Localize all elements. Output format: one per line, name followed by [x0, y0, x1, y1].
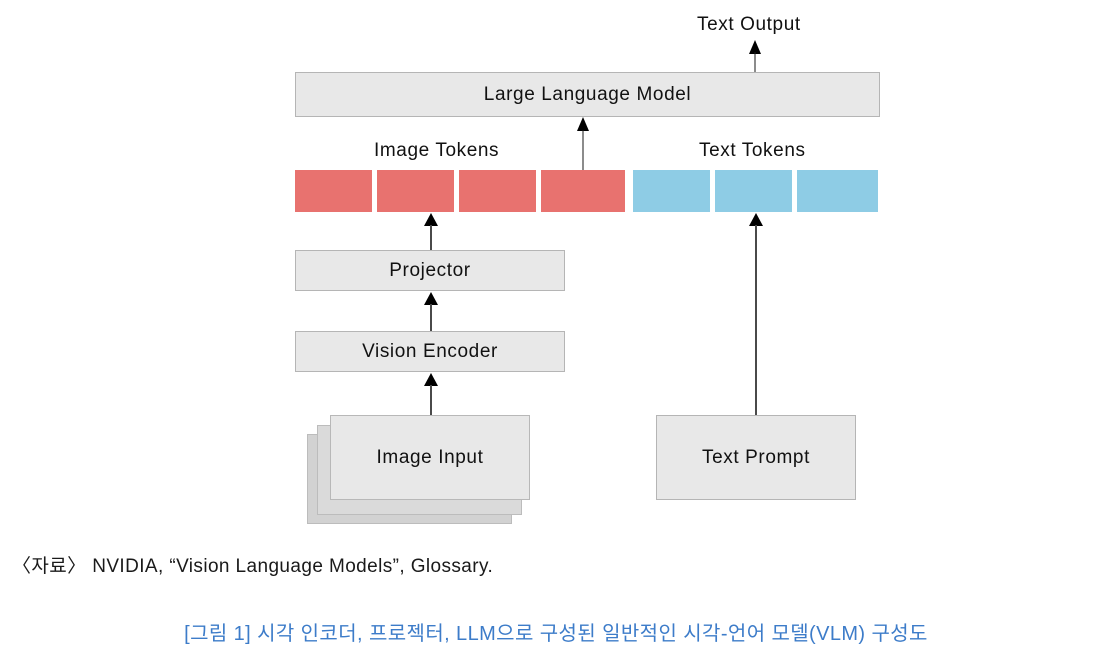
text-token-1 [633, 170, 710, 212]
figure-caption: [그림 1] 시각 인코더, 프로젝터, LLM으로 구성된 일반적인 시각-언… [184, 623, 928, 645]
arrow-tokens-to-llm [576, 117, 590, 173]
text-output-label: Text Output [697, 14, 801, 35]
projector-box: Projector [295, 250, 565, 291]
text-token-3 [797, 170, 878, 212]
arrow-vision-encoder-to-projector [423, 292, 439, 331]
source-note: 〈자료〉 NVIDIA, “Vision Language Models”, G… [12, 556, 494, 577]
text-token-2 [715, 170, 792, 212]
image-token-1 [295, 170, 372, 212]
image-token-4 [541, 170, 625, 212]
text-tokens-label: Text Tokens [699, 140, 806, 161]
large-language-model-box: Large Language Model [295, 72, 880, 117]
vision-encoder-box: Vision Encoder [295, 331, 565, 372]
arrow-llm-to-text-output [748, 40, 762, 72]
arrow-projector-to-image-tokens [423, 213, 439, 251]
arrow-text-prompt-to-text-tokens [748, 213, 764, 416]
image-token-2 [377, 170, 454, 212]
text-prompt-box: Text Prompt [656, 415, 856, 500]
arrow-image-input-to-vision-encoder [423, 373, 439, 418]
image-token-3 [459, 170, 536, 212]
image-tokens-label: Image Tokens [374, 140, 500, 161]
image-input-box: Image Input [330, 415, 530, 500]
